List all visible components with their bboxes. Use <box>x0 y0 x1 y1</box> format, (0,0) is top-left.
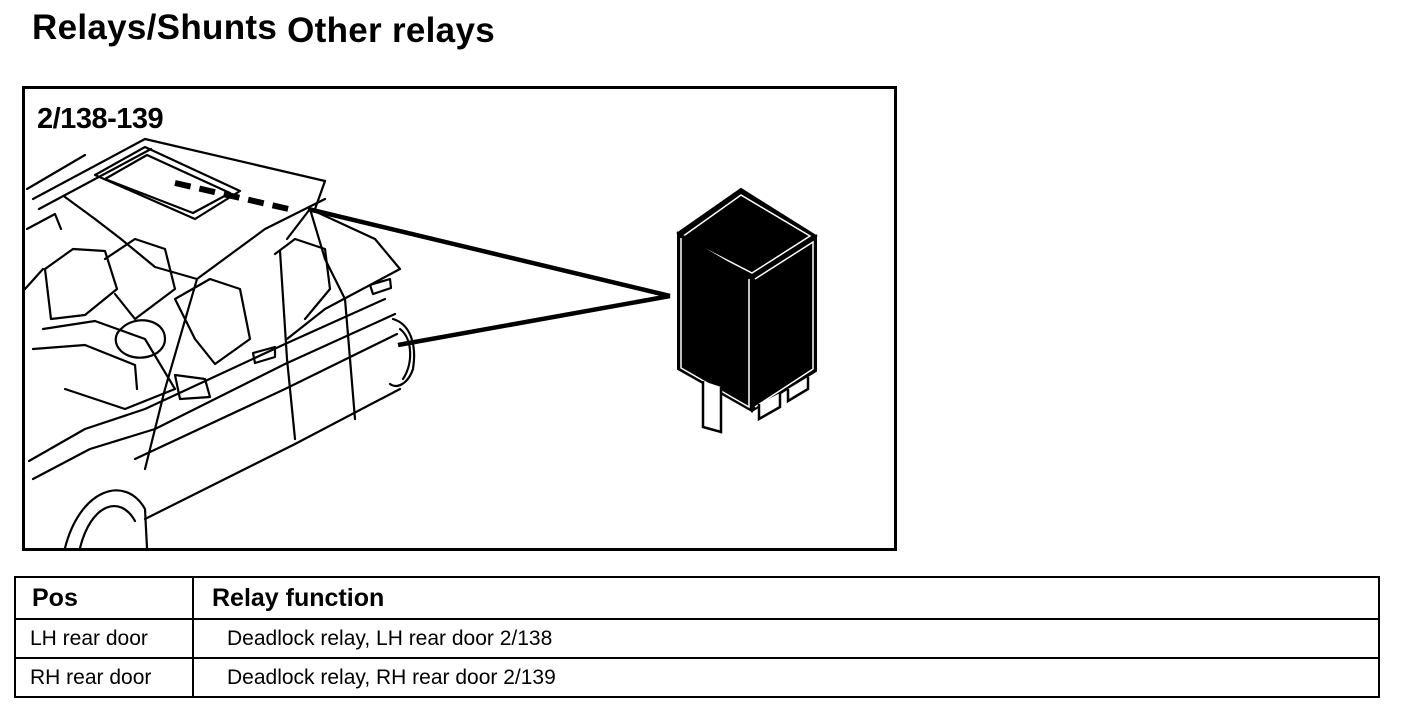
title-section: Relays/Shunts <box>32 8 278 47</box>
relay-icon <box>676 187 818 434</box>
header-pos: Pos <box>14 576 194 620</box>
cell-function: Deadlock relay, LH rear door 2/138 <box>192 618 1380 659</box>
table-header-row: Pos Relay function <box>14 576 1380 620</box>
table-row: RH rear door Deadlock relay, RH rear doo… <box>14 657 1380 698</box>
title-subsection: Other relays <box>287 11 495 50</box>
figure-label: 2/138-139 <box>37 103 164 135</box>
header-relay-function: Relay function <box>192 576 1380 620</box>
cell-pos: RH rear door <box>14 657 194 698</box>
car-door-relay-location-icon <box>25 137 818 548</box>
relay-table: Pos Relay function LH rear door Deadlock… <box>14 576 1380 698</box>
relay-location-figure: 2/138-139 <box>22 86 897 551</box>
table-row: LH rear door Deadlock relay, LH rear doo… <box>14 618 1380 659</box>
cell-pos: LH rear door <box>14 618 194 659</box>
cell-function: Deadlock relay, RH rear door 2/139 <box>192 657 1380 698</box>
